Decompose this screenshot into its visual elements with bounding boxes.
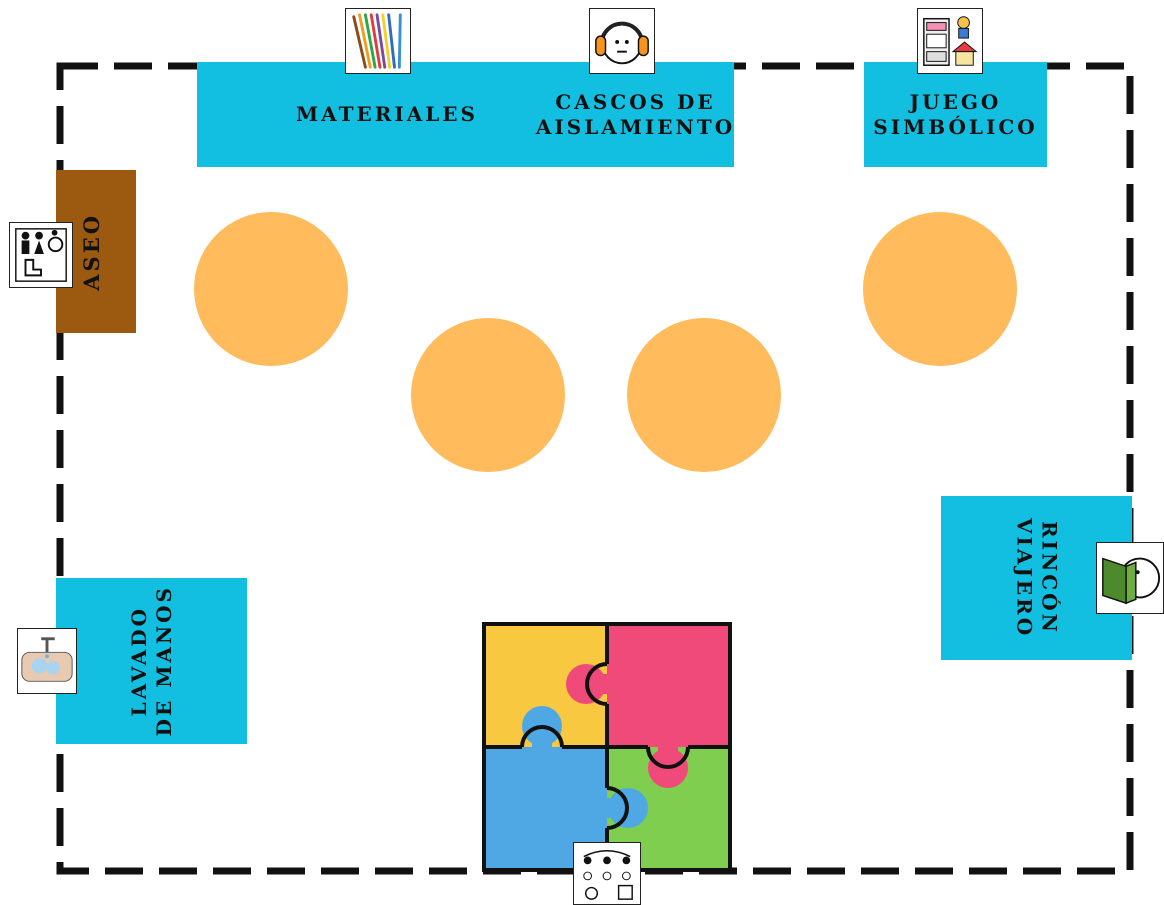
lavado-label: LAVADO DE MANOS: [126, 585, 176, 737]
materiales-label: MATERIALES: [296, 102, 478, 126]
round-table: [194, 212, 348, 366]
puzzle-tab-neck: [586, 674, 610, 694]
rincon-label: RINCÓN VIAJERO: [1012, 517, 1062, 639]
play-kitchen-icon: [917, 8, 983, 74]
cascos-label: CASCOS DE AISLAMIENTO: [535, 89, 736, 139]
puzzle-mat: [482, 622, 732, 872]
round-table: [863, 212, 1017, 366]
zone-lavado-de-manos: LAVADO DE MANOS: [56, 578, 247, 744]
juego-label: JUEGO SIMBÓLICO: [873, 89, 1038, 139]
restroom-icon: [9, 222, 73, 288]
puzzle-tab-neck: [604, 798, 628, 818]
zone-materiales: MATERIALES: [197, 62, 537, 167]
round-table: [627, 318, 781, 472]
handwashing-icon: [17, 628, 77, 694]
headphones-icon: [589, 8, 655, 74]
zone-juego-simbolico: JUEGO SIMBÓLICO: [864, 62, 1047, 167]
group-assembly-icon: [573, 842, 641, 905]
round-table: [411, 318, 565, 472]
zone-cascos-aislamiento: CASCOS DE AISLAMIENTO: [535, 62, 736, 167]
puzzle-tab-neck: [532, 726, 552, 750]
aseo-label: ASEO: [78, 212, 104, 291]
reading-book-icon: [1096, 542, 1164, 614]
puzzle-piece-pink: [607, 622, 732, 747]
puzzle-tab-outlines: [520, 662, 690, 830]
colored-pencils-icon: [345, 8, 411, 74]
puzzle-tab-neck: [658, 744, 678, 768]
